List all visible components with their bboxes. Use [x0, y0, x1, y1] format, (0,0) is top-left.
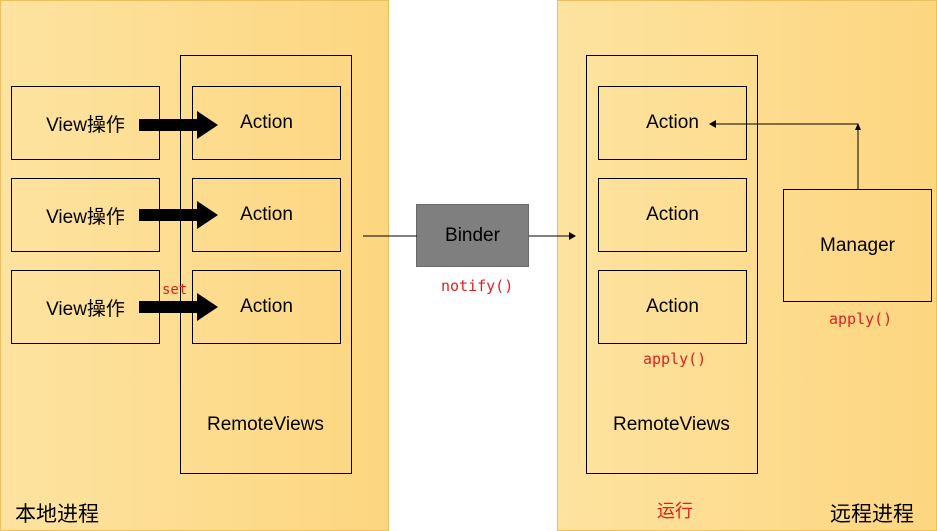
action-label: Action [240, 204, 293, 225]
view-op-label: View操作 [46, 114, 125, 136]
manager-box: Manager [783, 189, 932, 302]
local-remoteviews-container [180, 55, 352, 474]
set-label: set [162, 282, 188, 298]
action-label: Action [646, 112, 699, 133]
remote-action-box-3: Action [598, 270, 747, 344]
thick-arrow-3 [139, 293, 218, 321]
local-remoteviews-label: RemoteViews [207, 414, 324, 435]
thick-arrow-1 [139, 111, 218, 139]
action-label: Action [646, 296, 699, 317]
action-label: Action [646, 204, 699, 225]
binder-box: Binder [416, 204, 529, 267]
run-label: 运行 [657, 501, 693, 521]
remote-remoteviews-label: RemoteViews [613, 414, 730, 435]
notify-call-label: notify() [441, 277, 514, 295]
remote-apply-label: apply() [643, 350, 707, 368]
action-label: Action [240, 296, 293, 317]
binder-label: Binder [445, 224, 500, 246]
action-label: Action [240, 112, 293, 133]
remote-process-title: 远程进程 [830, 503, 914, 526]
manager-label: Manager [820, 234, 895, 256]
arrow-manager-to-action [709, 120, 861, 189]
local-process-panel [0, 0, 389, 531]
remote-action-box-2: Action [598, 178, 747, 252]
manager-apply-label: apply() [829, 310, 893, 328]
remote-process-panel [557, 0, 937, 531]
arrow-binder-to-remote [529, 232, 576, 240]
local-process-title: 本地进程 [15, 503, 99, 526]
view-op-label: View操作 [46, 298, 125, 320]
remote-remoteviews-container [586, 55, 758, 474]
remote-action-box-1: Action [598, 86, 747, 160]
thick-arrow-2 [139, 201, 218, 229]
view-op-label: View操作 [46, 206, 125, 228]
